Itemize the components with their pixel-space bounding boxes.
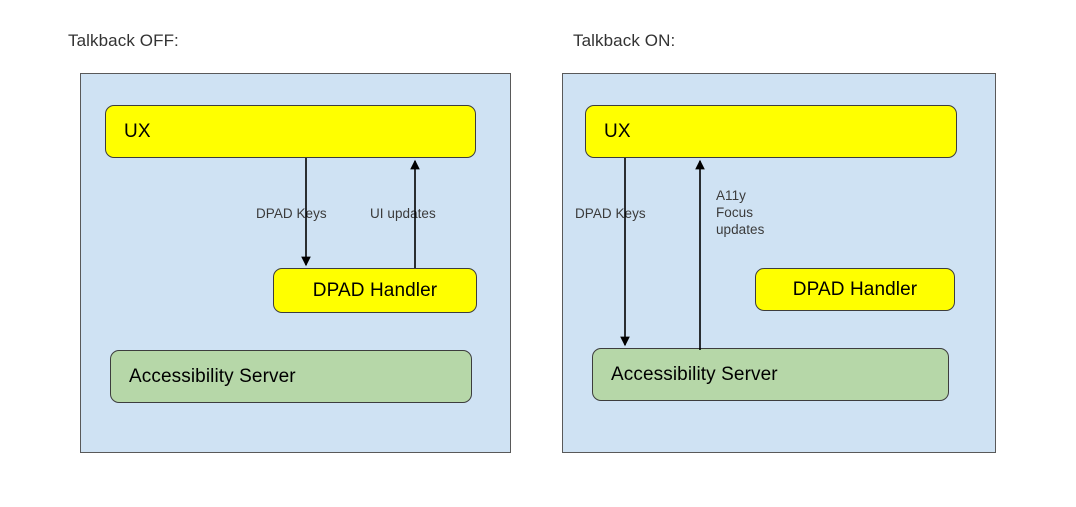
section-caption-talkback-off: Talkback OFF: bbox=[68, 31, 179, 50]
node-accessibility-server-talkback-on: Accessibility Server bbox=[592, 348, 949, 401]
edge-label-dpad-keys-on: DPAD Keys bbox=[575, 206, 646, 221]
edge-label-dpad-keys-off: DPAD Keys bbox=[256, 206, 327, 221]
node-ux-talkback-on: UX bbox=[585, 105, 957, 158]
node-dpad-handler-talkback-off: DPAD Handler bbox=[273, 268, 477, 313]
edge-label-ui-updates: UI updates bbox=[370, 206, 436, 221]
node-dpad-handler-talkback-on: DPAD Handler bbox=[755, 268, 955, 311]
node-accessibility-server-talkback-off: Accessibility Server bbox=[110, 350, 472, 403]
node-ux-talkback-off: UX bbox=[105, 105, 476, 158]
section-caption-talkback-on: Talkback ON: bbox=[573, 31, 676, 50]
edge-label-a11y-focus-updates: A11y Focus updates bbox=[716, 188, 765, 237]
